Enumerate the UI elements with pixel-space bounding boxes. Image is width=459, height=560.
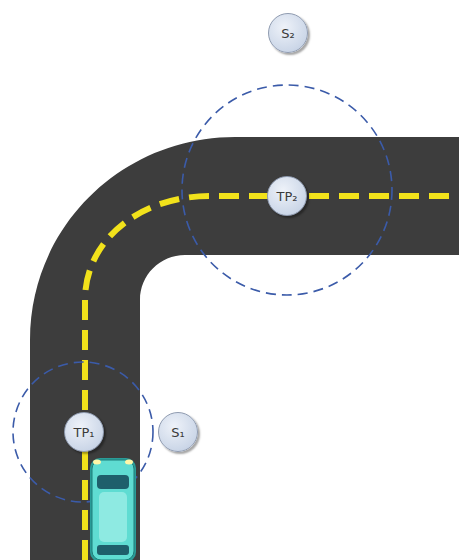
node-label: S₂ (281, 26, 294, 41)
road (30, 137, 459, 560)
car-roof (99, 492, 127, 542)
node-label: TP₁ (74, 425, 95, 440)
node-label: TP₂ (277, 189, 298, 204)
center-line (85, 196, 459, 560)
sensor-circle: S₁ (158, 412, 198, 452)
car-body (92, 460, 134, 560)
headlight (125, 460, 133, 465)
car-body-shadow (90, 458, 136, 560)
sensor-circle: TP₁ (64, 412, 104, 452)
range-circle (182, 85, 392, 295)
car-rear-window (97, 545, 129, 555)
sensor-circle: TP₂ (267, 176, 307, 216)
car (90, 458, 136, 560)
node-label: S₁ (171, 425, 184, 440)
sensor-circle: S₂ (268, 13, 308, 53)
car-windshield (97, 475, 129, 489)
headlight (93, 460, 101, 465)
